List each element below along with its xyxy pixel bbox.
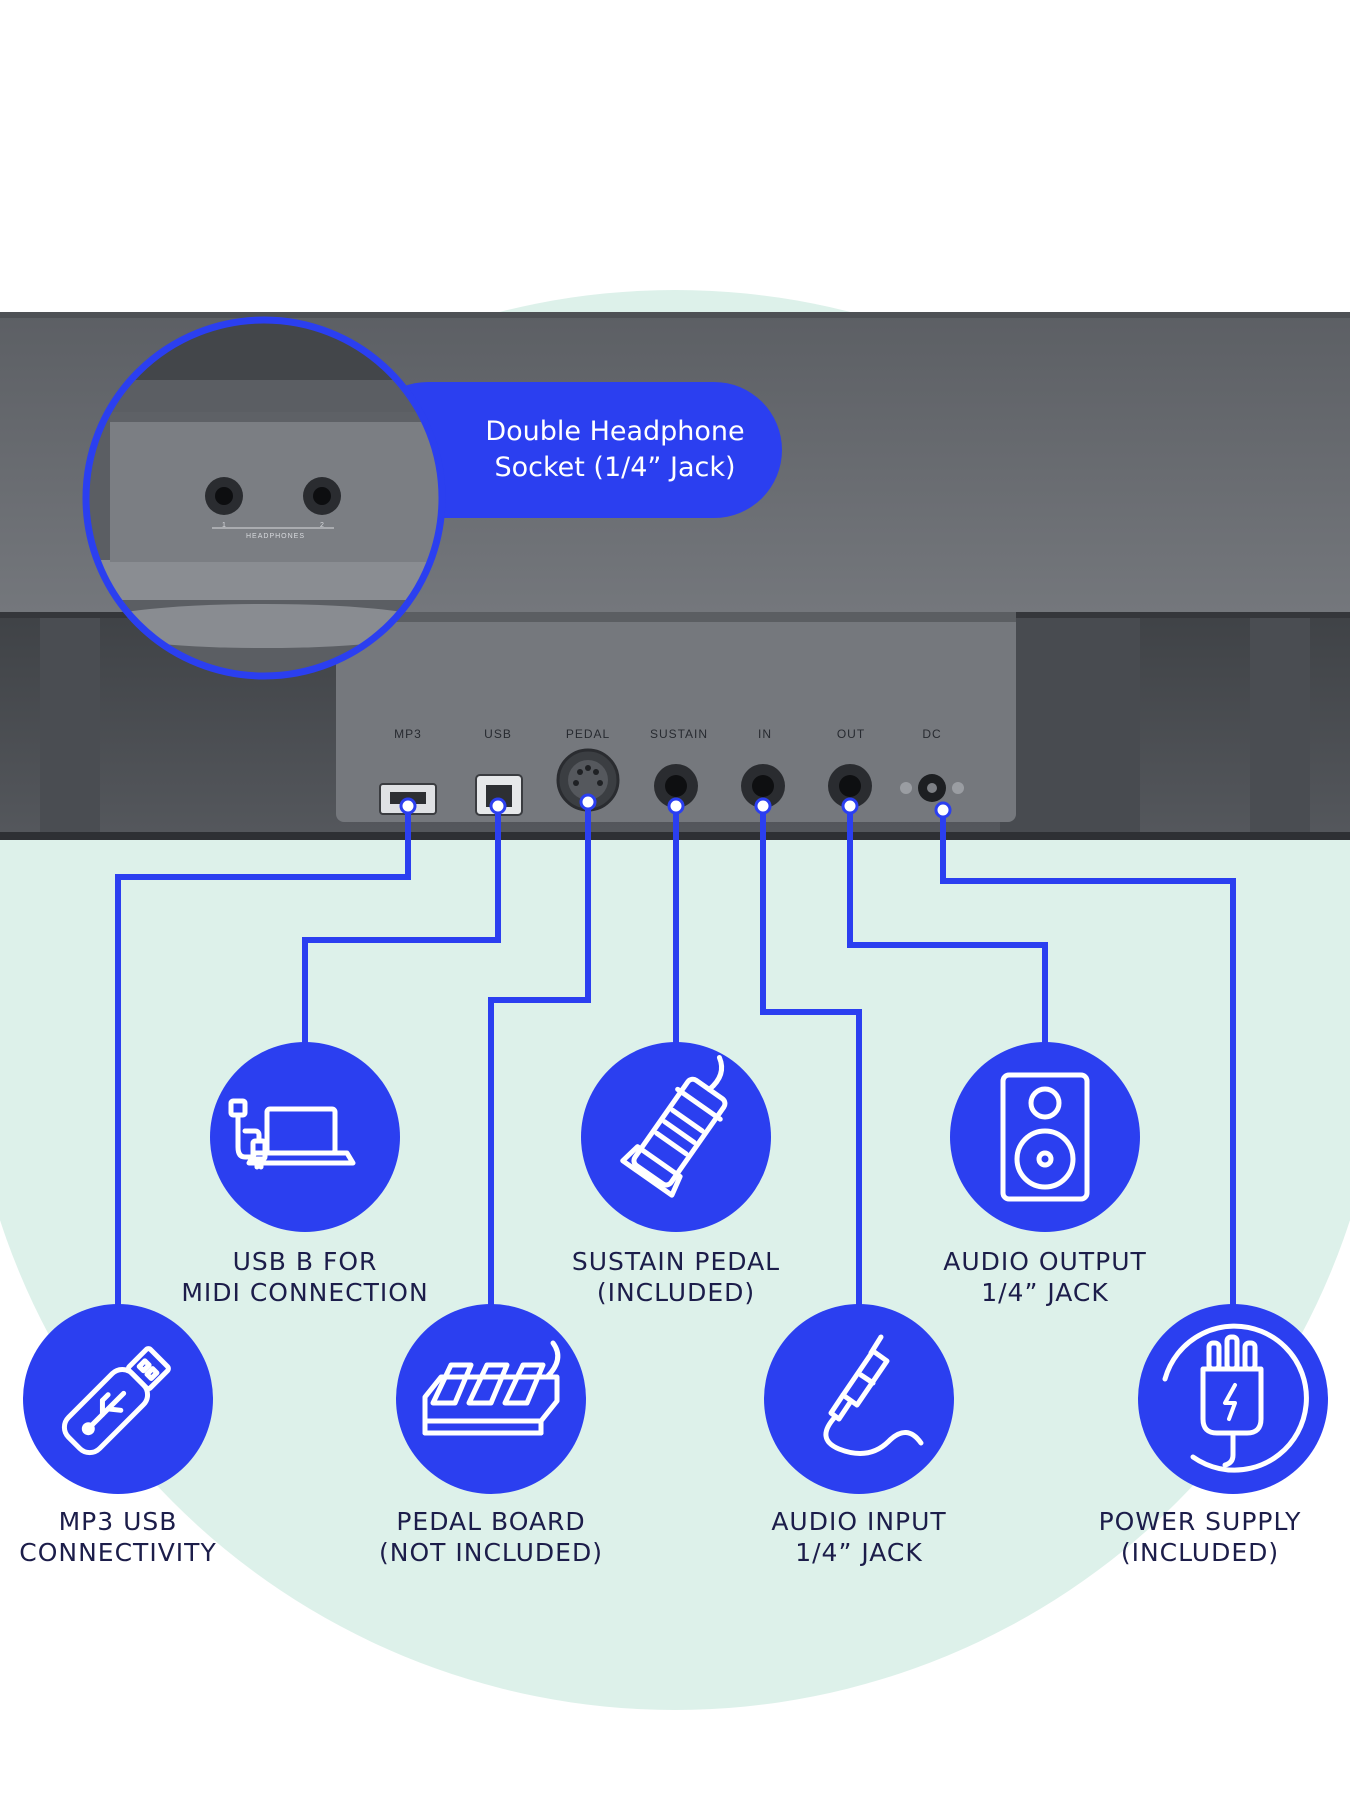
- icon-circles: [23, 1042, 1328, 1494]
- icon-circle-sustain-pedal: [581, 1042, 771, 1232]
- speaker-icon: [1000, 1072, 1090, 1202]
- connector-lines: [115, 802, 1236, 1340]
- connector-out: [847, 806, 1048, 1052]
- caption-mp3-usb: MP3 USB CONNECTIVITY: [19, 1507, 217, 1567]
- usb-laptop-icon: [228, 1098, 356, 1170]
- caption-sustain-pedal: SUSTAIN PEDAL (INCLUDED): [571, 1247, 781, 1307]
- port-label-pedal: PEDAL: [565, 727, 611, 741]
- connector-usb: [302, 806, 501, 1052]
- headphone-callout-text: Double Headphone Socket (1/4” Jack): [485, 416, 745, 483]
- port-in-jack: [741, 764, 785, 808]
- port-out-jack: [828, 764, 872, 808]
- caption-audio-output: AUDIO OUTPUT 1/4” JACK: [943, 1247, 1147, 1307]
- port-dc-socket: [900, 774, 964, 802]
- connector-mp3: [115, 806, 411, 1340]
- connector-pedal: [488, 802, 591, 1314]
- caption-usb-b: USB B FOR MIDI CONNECTION: [181, 1247, 429, 1307]
- port-sustain-jack: [654, 764, 698, 808]
- usb-drive-icon: [61, 1346, 171, 1456]
- connector-dc: [940, 810, 1236, 1314]
- port-label-usb: USB: [484, 727, 512, 741]
- port-pedal-din-socket: [556, 748, 620, 812]
- headphone-inset-ring: [82, 316, 446, 680]
- headphone-jack-2-label: 2: [320, 522, 324, 529]
- connector-in: [760, 806, 862, 1314]
- caption-power-supply: POWER SUPPLY (INCLUDED): [1098, 1507, 1302, 1567]
- port-label-in: IN: [758, 727, 772, 741]
- port-label-dc: DC: [922, 727, 942, 741]
- icon-circle-power-supply: [1138, 1304, 1328, 1494]
- pedal-board-icon: [422, 1340, 561, 1436]
- audio-jack-icon: [823, 1334, 924, 1456]
- port-label-sustain: SUSTAIN: [649, 727, 709, 741]
- icon-circle-usb-b: [210, 1042, 400, 1232]
- port-label-mp3: MP3: [394, 727, 422, 741]
- icon-circle-audio-output: [950, 1042, 1140, 1232]
- port-label-out: OUT: [836, 727, 866, 741]
- caption-pedal-board: PEDAL BOARD (NOT INCLUDED): [379, 1507, 603, 1567]
- connector-dots: [399, 793, 952, 819]
- power-plug-icon: [1162, 1323, 1309, 1473]
- sustain-pedal-icon: [620, 1055, 728, 1198]
- headphones-inset-caption: HEADPHONES: [246, 533, 306, 540]
- caption-audio-input: AUDIO INPUT 1/4” JACK: [771, 1507, 947, 1567]
- headphone-callout-pill: [360, 382, 782, 518]
- headphone-jack-1-label: 1: [222, 522, 226, 529]
